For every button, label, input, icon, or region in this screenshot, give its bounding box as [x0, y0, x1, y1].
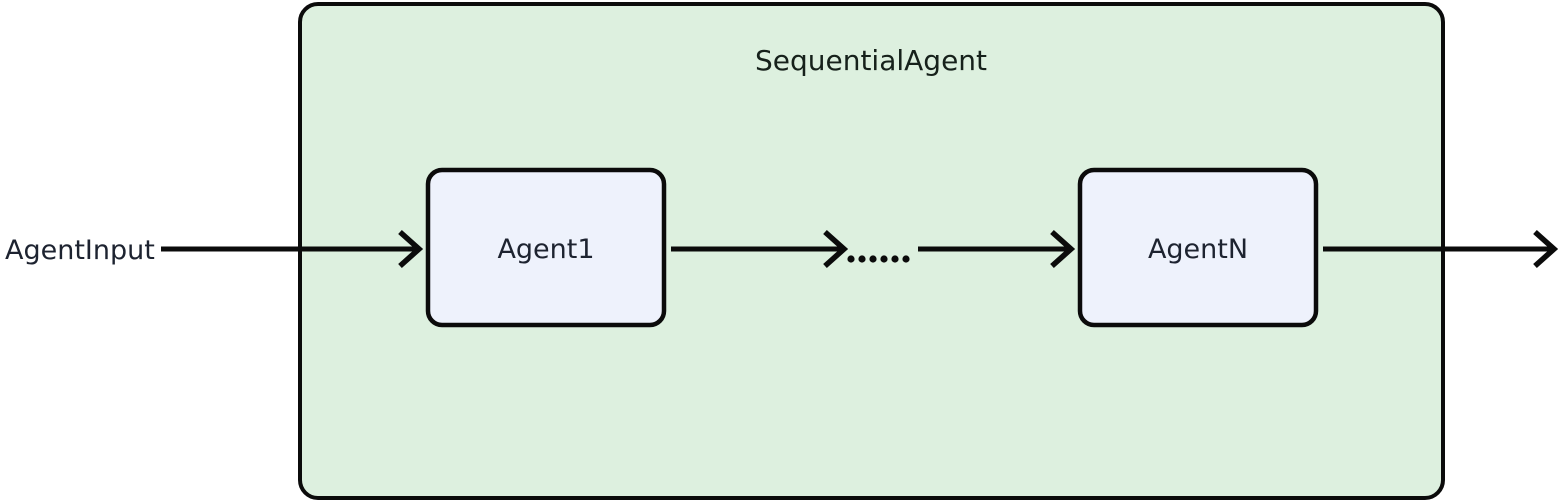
edge-agent1-to-ellipsis [671, 229, 849, 269]
edge-input-to-agent1 [161, 229, 424, 269]
ellipsis-dot-5 [891, 255, 899, 263]
ellipsis-marker [847, 255, 910, 263]
ellipsis-dot-2 [858, 255, 866, 263]
edge-ellipsis-to-agentn-arrowhead [1050, 229, 1076, 269]
edge-input-to-agent1-arrowhead [398, 229, 424, 269]
edge-ellipsis-to-agentn [918, 229, 1076, 269]
agent-input-label: AgentInput [5, 235, 155, 266]
agent1-box [425, 167, 667, 328]
node-agentn: AgentN [1077, 167, 1319, 328]
ellipsis-dot-1 [847, 255, 855, 263]
container-title: SequentialAgent [755, 44, 987, 77]
ellipsis-dot-4 [880, 255, 888, 263]
edge-agentn-to-output [1323, 229, 1559, 269]
ellipsis-dot-3 [869, 255, 877, 263]
node-agent1: Agent1 [425, 167, 667, 328]
agent1-label: Agent1 [497, 234, 594, 265]
edge-agentn-to-output-arrowhead [1533, 229, 1559, 269]
ellipsis-dot-6 [902, 255, 910, 263]
edge-agent1-to-ellipsis-arrowhead [823, 229, 849, 269]
agentn-box [1077, 167, 1319, 328]
agentn-label: AgentN [1148, 234, 1248, 265]
